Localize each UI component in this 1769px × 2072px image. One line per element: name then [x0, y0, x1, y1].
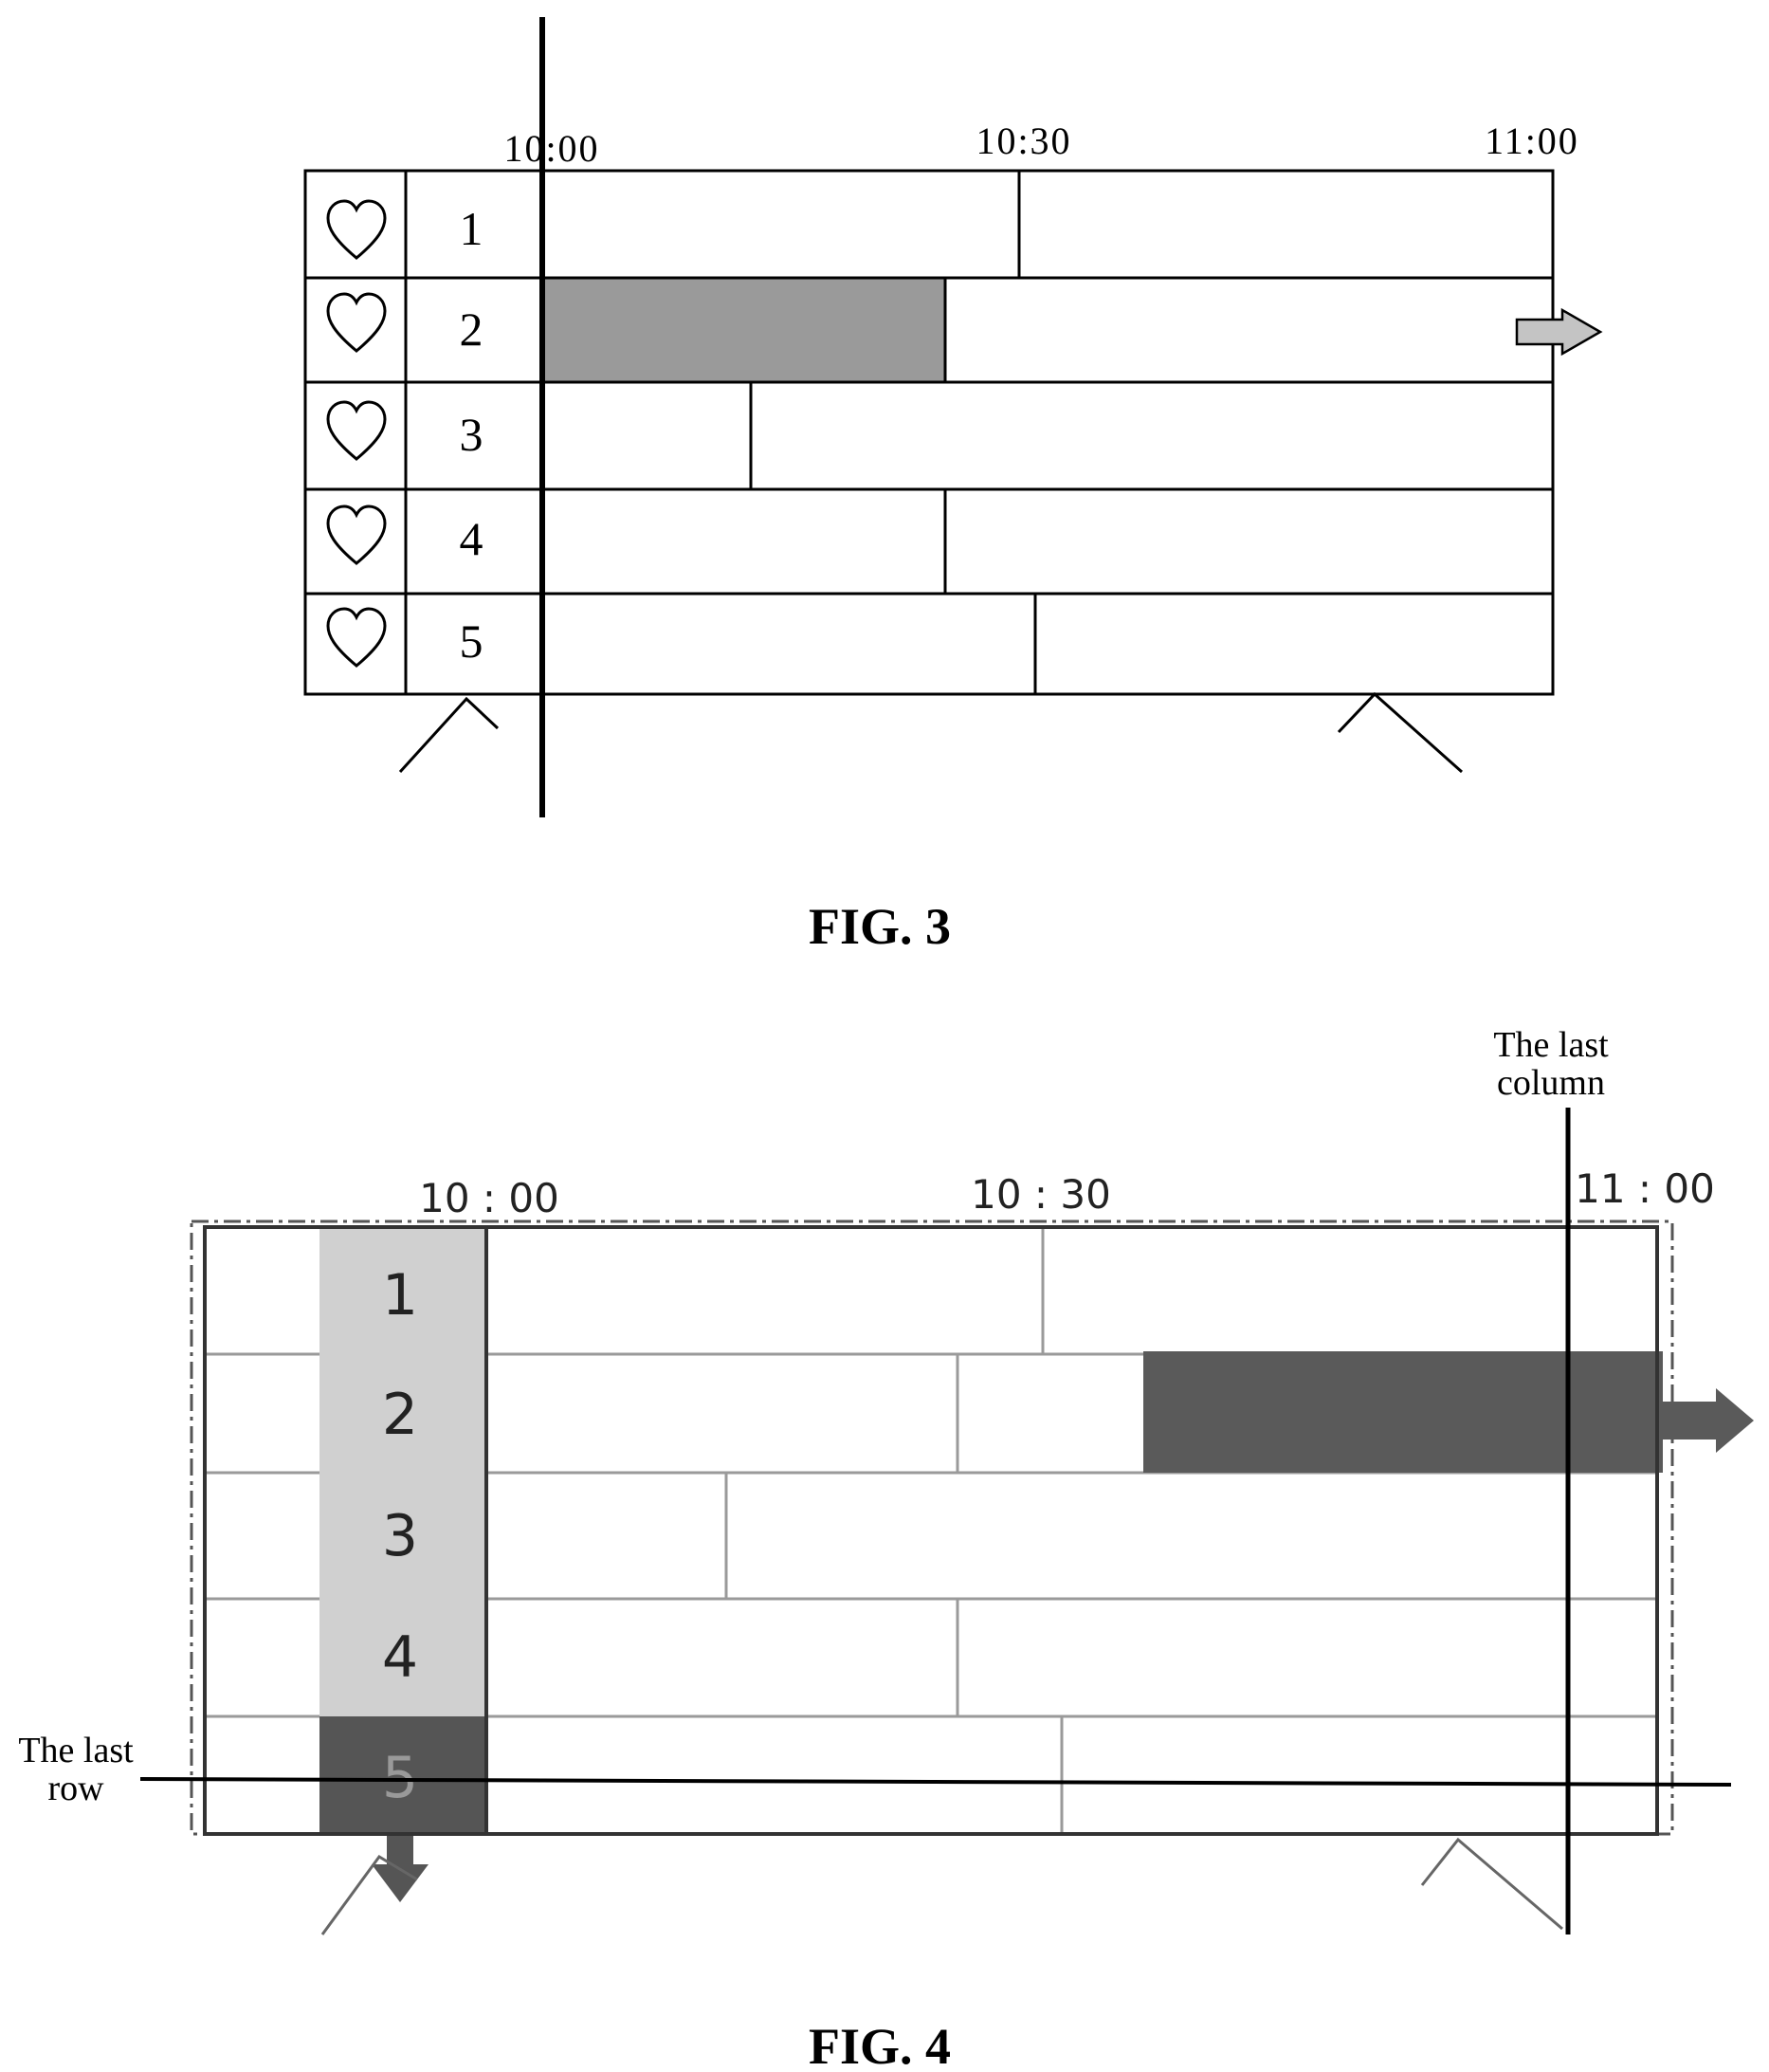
- fig3-grid-frame: [305, 171, 1553, 694]
- fig4-time-label-1000: 10 : 00: [419, 1175, 559, 1221]
- fig4-row-number: 3: [382, 1503, 418, 1569]
- fig4-row-number: 4: [382, 1624, 418, 1691]
- fig3-row-number: 1: [460, 202, 483, 255]
- right-arrow-icon: [1663, 1388, 1754, 1453]
- right-arrow-icon: [1517, 310, 1600, 354]
- heart-icon[interactable]: [328, 609, 385, 666]
- fig4-caption: FIG. 4: [809, 2018, 951, 2072]
- fig3-row-number: 5: [460, 614, 483, 668]
- fig3-row-number: 2: [460, 303, 483, 356]
- fig3-right-caret: [1339, 694, 1462, 772]
- heart-icon[interactable]: [328, 506, 385, 563]
- label-last-column-line1: The last: [1493, 1025, 1609, 1065]
- label-last-column-line2: column: [1497, 1063, 1605, 1103]
- fig3-row-2[interactable]: [542, 278, 1600, 382]
- fig4-right-caret: [1422, 1840, 1562, 1929]
- heart-icon[interactable]: [328, 402, 385, 459]
- fig3-time-label-1100: 11:00: [1485, 119, 1579, 162]
- fig4-selected-program[interactable]: [1143, 1351, 1663, 1473]
- fig4-time-label-1100: 11 : 00: [1575, 1165, 1715, 1212]
- fig3-caption: FIG. 3: [809, 898, 951, 955]
- heart-icon[interactable]: [328, 294, 385, 351]
- fig4-diagram: The last column The last row 10 : 00 10 …: [18, 1025, 1754, 2072]
- label-last-row-line2: row: [47, 1769, 104, 1808]
- fig4-time-label-1030: 10 : 30: [971, 1171, 1111, 1218]
- fig3-time-label-1030: 10:30: [976, 119, 1071, 162]
- fig3-row-number: 3: [460, 408, 483, 461]
- fig4-row-number: 2: [382, 1382, 418, 1448]
- fig3-time-label-1000: 10:00: [503, 127, 599, 170]
- fig3-diagram: 10:00 10:30 11:00: [305, 17, 1600, 955]
- fig4-row-number: 1: [382, 1262, 418, 1329]
- fig3-left-caret: [400, 699, 498, 772]
- fig3-selected-program[interactable]: [542, 278, 945, 382]
- fig3-row-number: 4: [460, 512, 483, 565]
- label-last-row-line1: The last: [18, 1731, 134, 1770]
- heart-icon[interactable]: [328, 201, 385, 258]
